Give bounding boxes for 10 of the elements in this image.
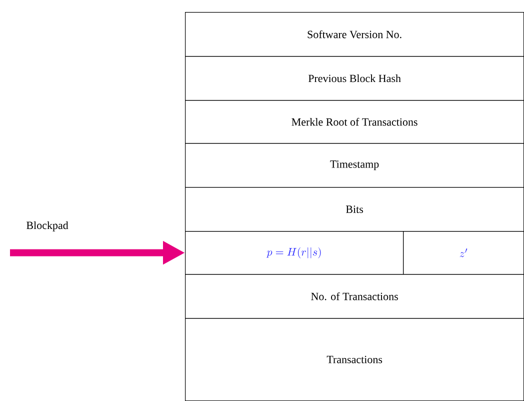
field-cell: No. of Transactions <box>185 274 524 319</box>
field-cell: Bits <box>185 186 524 232</box>
edge-label: Blockpad <box>26 221 68 232</box>
field-cell: Previous Block Hash <box>185 56 524 101</box>
field-cell: Transactions <box>185 318 524 401</box>
field-cell: Software Version No. <box>185 12 524 57</box>
field-cell: $z'$ <box>403 230 524 275</box>
field-cell: Timestamp <box>185 142 524 188</box>
field-cell: $p=H(r||s)$ <box>185 230 404 275</box>
field-cell: Merkle Root of Transactions <box>185 100 524 144</box>
